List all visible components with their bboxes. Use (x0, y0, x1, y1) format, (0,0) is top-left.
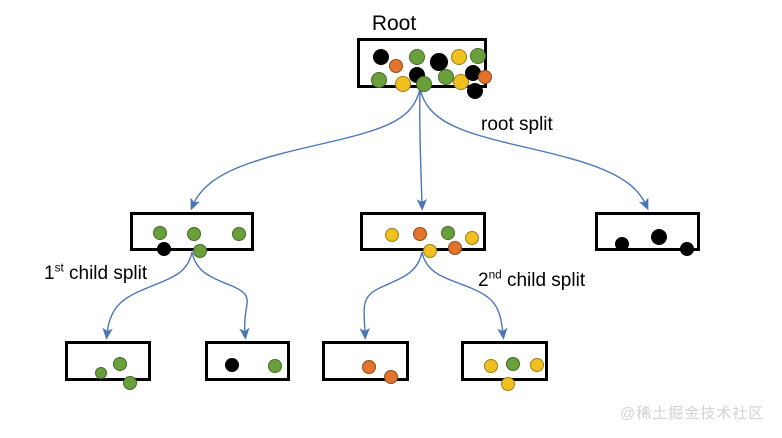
sample-dot-orange (448, 241, 462, 255)
sample-dot-green (371, 72, 387, 88)
sample-dot-green (95, 367, 107, 379)
edge-root-to-child-3 (419, 88, 649, 211)
edge-child-2-to-leaf-4 (421, 251, 508, 340)
sample-dot-yellow (453, 74, 469, 90)
second-child-split-number: 2 (478, 270, 489, 291)
node-box-leaf-3[interactable] (322, 341, 409, 384)
child2-edges (359, 251, 508, 340)
sample-dot-orange (384, 370, 398, 384)
page-title: Root (371, 12, 417, 35)
edge-child-1-to-leaf-1 (102, 251, 193, 340)
first-child-split-text: child split (63, 263, 148, 284)
first-child-split-number: 1 (44, 263, 55, 284)
second-child-split-ordinal: nd (488, 268, 502, 282)
first-child-split-label: 1st child split (44, 261, 148, 285)
sample-dot-yellow (484, 359, 498, 373)
sample-dot-black (225, 358, 239, 372)
sample-dot-orange (362, 360, 376, 374)
sample-dot-black (157, 242, 171, 256)
root-split-label: root split (481, 114, 553, 135)
sample-dot-green (123, 376, 137, 390)
second-child-split-label: 2nd child split (478, 268, 586, 292)
root-edges (190, 88, 649, 211)
edge-root-to-child-1 (190, 88, 421, 211)
sample-dot-green (113, 357, 127, 371)
sample-dot-green (470, 48, 486, 64)
child1-edges (102, 251, 250, 340)
sample-dot-black (651, 229, 667, 245)
sample-dot-yellow (423, 244, 437, 258)
node-box-child-2[interactable] (360, 212, 486, 258)
sample-dot-green (268, 359, 282, 373)
sample-dot-green (193, 244, 207, 258)
second-child-split-text: child split (501, 270, 586, 291)
edge-root-to-child-2 (416, 88, 428, 211)
sample-dot-orange (389, 59, 403, 73)
sample-dot-yellow (385, 228, 399, 242)
watermark: @稀土掘金技术社区 (620, 405, 765, 422)
sample-dot-yellow (501, 377, 515, 391)
sample-dot-yellow (395, 76, 411, 92)
sample-dot-green (416, 76, 432, 92)
node-box-leaf-4[interactable] (461, 341, 548, 391)
node-box-child-3[interactable] (595, 212, 700, 256)
sample-dot-green (409, 49, 425, 65)
sample-dot-black (467, 83, 483, 99)
sample-dot-black (680, 242, 694, 256)
sample-dot-yellow (465, 231, 479, 245)
sample-dot-yellow (451, 49, 467, 65)
sample-dot-black (465, 65, 481, 81)
sample-dot-green (506, 357, 520, 371)
sample-dot-green (232, 227, 246, 241)
edge-child-1-to-leaf-2 (191, 251, 250, 340)
node-box-child-1[interactable] (130, 212, 254, 258)
sample-dot-black (373, 49, 389, 65)
edge-child-2-to-leaf-3 (359, 251, 423, 340)
sample-dot-black (615, 237, 629, 251)
node-box-root[interactable] (357, 38, 492, 99)
sample-dot-green (438, 69, 454, 85)
sample-dot-green (187, 227, 201, 241)
sample-dot-green (153, 226, 167, 240)
node-box-leaf-1[interactable] (65, 341, 151, 390)
first-child-split-ordinal: st (54, 261, 64, 275)
sample-dot-yellow (530, 358, 544, 372)
sample-dot-black (430, 53, 448, 71)
sample-dot-orange (413, 227, 427, 241)
sample-dot-orange (478, 70, 492, 84)
sample-dot-green (441, 226, 455, 240)
node-box-leaf-2[interactable] (205, 341, 290, 381)
